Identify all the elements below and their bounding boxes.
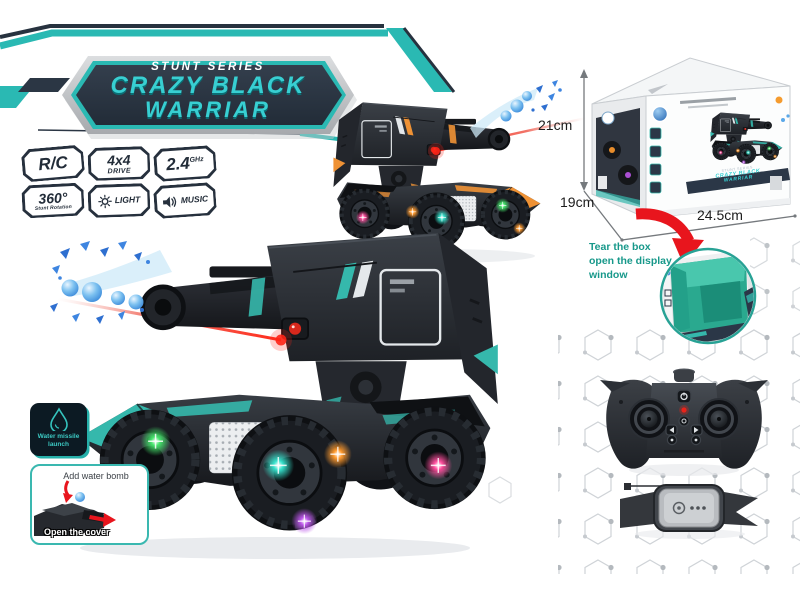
series-banner-plate (62, 56, 357, 139)
feature-badges: R/C 4x4 DRIVE 2.4GHz 360° Stunt Rotation… (22, 147, 226, 217)
open-arrow (89, 515, 106, 522)
open-cover-label: Open the cover (44, 527, 110, 537)
music-icon (161, 194, 178, 209)
badge-360-rotation: 360° Stunt Rotation (21, 182, 85, 218)
water-missile-badge: Water missile launch (30, 403, 87, 456)
product-title-line2: WARRIAR (144, 97, 272, 122)
dimension-label-height: 21cm (538, 117, 573, 133)
product-title-line1: CRAZY BLACK (110, 72, 306, 99)
box-front-art (646, 96, 790, 218)
controller-power-button (676, 389, 692, 404)
add-arrow (64, 480, 70, 496)
badge-rc: R/C (21, 144, 86, 182)
tear-open-note: Tear the box open the display window (589, 241, 672, 281)
water-bomb-ball (75, 492, 85, 502)
dimension-label-depth: 19cm (560, 194, 595, 210)
gesture-watch (620, 483, 758, 539)
remote-controller (600, 368, 768, 476)
water-bomb-projectiles-main (50, 241, 172, 324)
box-side-art (596, 108, 640, 207)
series-label: STUNT SERIES (151, 61, 265, 73)
light-icon (98, 194, 112, 208)
badge-24ghz: 2.4GHz (153, 145, 217, 182)
dimension-label-width: 24.5cm (697, 207, 743, 223)
retail-box (580, 57, 797, 242)
display-window-inset (659, 247, 757, 345)
add-water-art (34, 480, 116, 536)
badge-light: LIGHT (87, 183, 150, 218)
add-water-label: Add water bomb (63, 471, 129, 481)
top-frame-decoration (0, 24, 456, 145)
badge-music: MUSIC (153, 182, 217, 219)
controller-joystick-left (628, 398, 670, 440)
arrow-right-icon (694, 427, 699, 433)
stunt-car-alt-view (333, 80, 587, 263)
arrow-left-icon (669, 427, 674, 433)
water-drop-icon (49, 407, 68, 431)
dimension-lines (583, 72, 796, 241)
badge-4x4-drive: 4x4 DRIVE (87, 146, 150, 181)
controller-joystick-right (698, 398, 740, 440)
water-bomb-projectiles-alt (470, 80, 562, 138)
tear-open-arrow (635, 208, 704, 266)
stunt-car-main-view (50, 233, 498, 559)
watch-speaker-icon (672, 501, 686, 515)
add-water-inset: Add water bomb Open the cover (30, 464, 149, 545)
